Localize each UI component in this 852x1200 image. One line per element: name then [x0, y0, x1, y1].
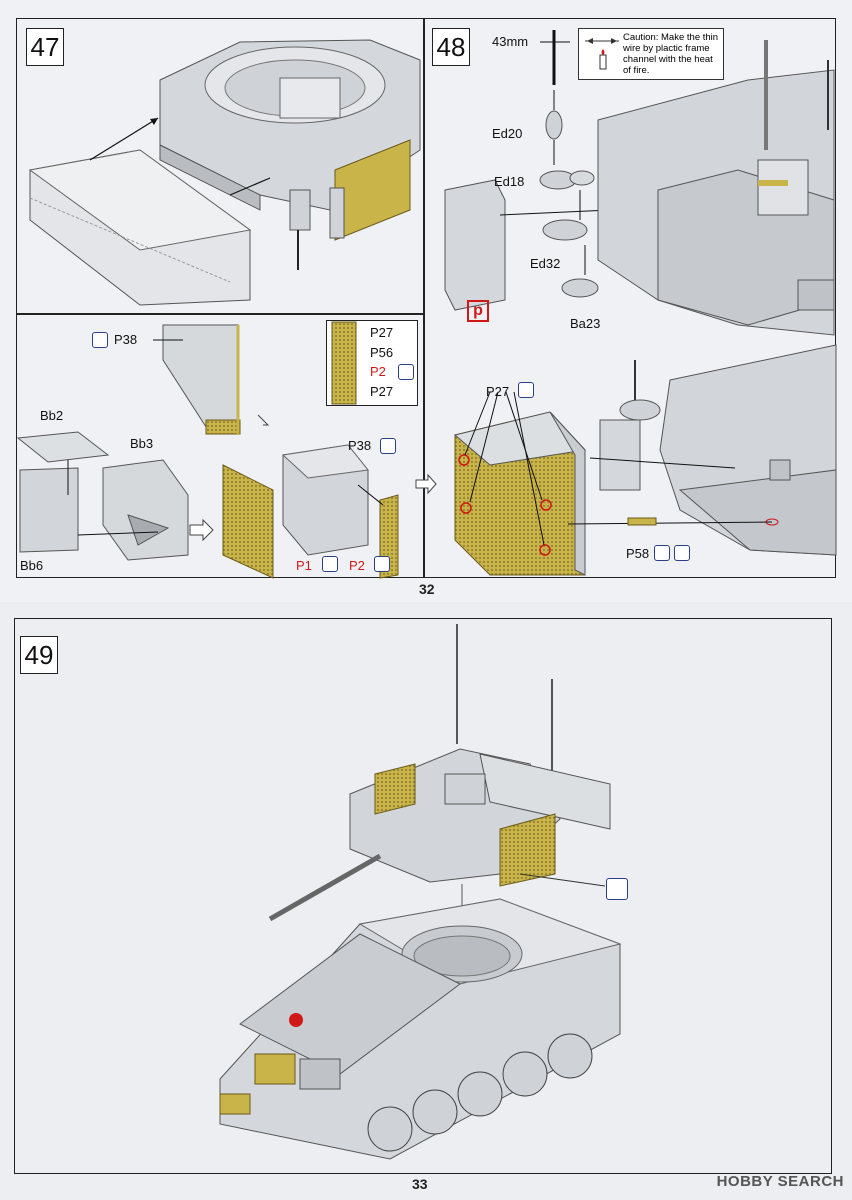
step-47-panel: [16, 18, 424, 314]
label-bb2: Bb2: [40, 408, 64, 423]
label-p38-upper: P38: [114, 332, 138, 347]
label-p2-box: P2: [370, 364, 386, 379]
manual-page-32: 47 48 P27 P56 P2 P27: [16, 18, 837, 597]
step-47-turret-illustration: [28, 39, 421, 306]
bend-icon: [380, 438, 396, 454]
caution-text: Caution: Make the thin wire by plactic f…: [623, 32, 719, 76]
step-47-side-panel-parts: [16, 324, 399, 579]
bend-icon: [92, 332, 108, 348]
step-48-turret-illustration: [597, 40, 835, 336]
step-49-panel: [14, 618, 832, 1174]
step-49-vehicle-illustration: [219, 624, 622, 1160]
fold-down-icon: [654, 545, 670, 561]
bend-icon: [518, 382, 534, 398]
label-ba23: Ba23: [570, 316, 601, 331]
label-ed18: Ed18: [494, 174, 525, 189]
flow-arrow-icon: [415, 473, 437, 495]
bend-icon: [674, 545, 690, 561]
wire-stretch-icon: [585, 38, 619, 70]
label-bb3: Bb3: [130, 436, 154, 451]
label-p27-bottom: P27: [370, 384, 394, 399]
label-p1: P1: [296, 558, 312, 573]
label-bb6: Bb6: [20, 558, 44, 573]
label-p2-lower: P2: [349, 558, 365, 573]
page-number-32: 32: [419, 581, 435, 597]
step-48-number: 48: [432, 28, 470, 66]
watermark-text: HOBBY SEARCH: [716, 1173, 844, 1190]
marker-p: p: [467, 300, 489, 322]
step-48-antenna-parts: [444, 30, 611, 311]
label-p27-top: P27: [370, 325, 394, 340]
caution-note: Caution: Make the thin wire by plactic f…: [578, 28, 724, 80]
bend-icon: [398, 364, 414, 380]
glue-icon: [606, 878, 628, 900]
step-47-subassembly-panel: [16, 314, 424, 578]
bend-icon: [322, 556, 338, 572]
step-47-number: 47: [26, 28, 64, 66]
bend-icon: [374, 556, 390, 572]
label-43mm: 43mm: [492, 34, 529, 49]
photo-etch-strip-illustration: [331, 321, 357, 405]
label-p58: P58: [626, 546, 650, 561]
step-48-mesh-box-illustration: [453, 344, 837, 576]
page-number-33: 33: [412, 1176, 428, 1192]
label-ed20: Ed20: [492, 126, 523, 141]
label-ed32: Ed32: [530, 256, 561, 271]
label-p56: P56: [370, 345, 394, 360]
step-49-number: 49: [20, 636, 58, 674]
label-p38-lower: P38: [348, 438, 372, 453]
step-48-panel: [424, 18, 836, 578]
label-p27-lower: P27: [486, 384, 510, 399]
manual-page-33: 49: [0, 604, 852, 1200]
